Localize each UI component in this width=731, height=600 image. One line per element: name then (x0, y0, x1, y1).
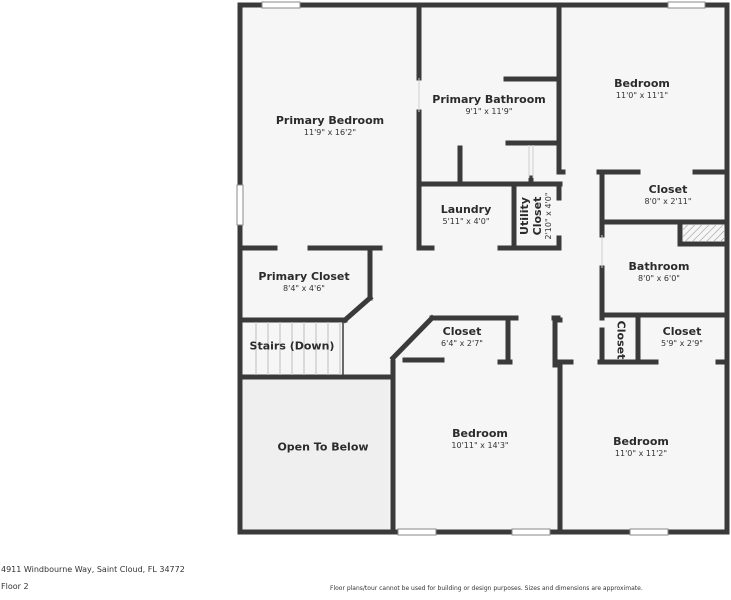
room-name: Bedroom (613, 435, 669, 449)
room-dimensions: 5'9" x 2'9" (661, 338, 703, 348)
room-dimensions: 8'0" x 6'0" (638, 273, 680, 283)
room-closet-mid: Closet 6'4" x 2'7" (441, 325, 483, 348)
room-dimensions: 9'1" x 11'9" (465, 106, 513, 116)
stair-treads (255, 322, 341, 375)
room-name: Closet (614, 320, 628, 360)
room-name: Stairs (Down) (249, 339, 335, 353)
room-name-line2: Closet (530, 196, 544, 236)
room-name: Closet (662, 325, 702, 339)
room-bedroom-ne: Bedroom 11'0" x 11'1" (614, 77, 670, 100)
room-dimensions: 11'0" x 11'2" (614, 448, 668, 458)
disclaimer: Floor plans/tour cannot be used for buil… (330, 585, 643, 592)
room-name: Primary Bedroom (275, 114, 385, 128)
room-closet-se: Closet 5'9" x 2'9" (661, 325, 703, 348)
room-dimensions: 6'4" x 2'7" (441, 338, 483, 348)
room-bedroom-sw: Bedroom 10'11" x 14'3" (451, 427, 509, 450)
room-closet-ne: Closet 8'0" x 2'11" (644, 183, 692, 206)
room-name: Bedroom (452, 427, 508, 441)
windows (236, 1, 706, 536)
room-closet-small-vertical: Closet (614, 321, 627, 360)
hatched-chase (683, 225, 725, 242)
room-name: Primary Bathroom (432, 93, 546, 107)
room-primary-bedroom: Primary Bedroom 11'9" x 16'2" (275, 114, 385, 137)
room-dimensions: 11'9" x 16'2" (303, 127, 357, 137)
open-to-below-area (243, 379, 389, 530)
floor-label: Floor 2 (1, 582, 29, 591)
room-dimensions: 5'11" x 4'0" (442, 216, 490, 226)
property-address: 4911 Windbourne Way, Saint Cloud, FL 347… (1, 565, 185, 574)
room-name: Open To Below (277, 440, 369, 454)
floor-plan-drawing (236, 1, 730, 536)
room-name: Primary Closet (258, 270, 350, 284)
walls (237, 2, 730, 535)
room-name: Closet (442, 325, 482, 339)
room-stairs: Stairs (Down) (249, 339, 335, 354)
room-dimensions: 11'0" x 11'1" (615, 90, 669, 100)
room-primary-bathroom: Primary Bathroom 9'1" x 11'9" (432, 93, 546, 116)
room-dimensions: 2'10" x 4'0" (544, 192, 554, 240)
room-primary-closet: Primary Closet 8'4" x 4'6" (258, 270, 350, 293)
room-bathroom: Bathroom 8'0" x 6'0" (628, 260, 690, 283)
door-openings (418, 78, 603, 268)
room-dimensions: 8'4" x 4'6" (283, 283, 325, 293)
room-name: Bedroom (614, 77, 670, 91)
room-utility-closet: Utility Closet 2'10" x 4'0" (517, 192, 554, 240)
room-dimensions: 10'11" x 14'3" (451, 440, 509, 450)
room-open-to-below: Open To Below (277, 440, 369, 455)
room-name: Bathroom (628, 260, 690, 274)
room-laundry: Laundry 5'11" x 4'0" (440, 203, 492, 226)
room-name: Laundry (440, 203, 492, 217)
room-bedroom-se: Bedroom 11'0" x 11'2" (613, 435, 669, 458)
room-name-line1: Utility (517, 197, 531, 235)
room-dimensions: 8'0" x 2'11" (644, 196, 692, 206)
room-name: Closet (648, 183, 688, 197)
